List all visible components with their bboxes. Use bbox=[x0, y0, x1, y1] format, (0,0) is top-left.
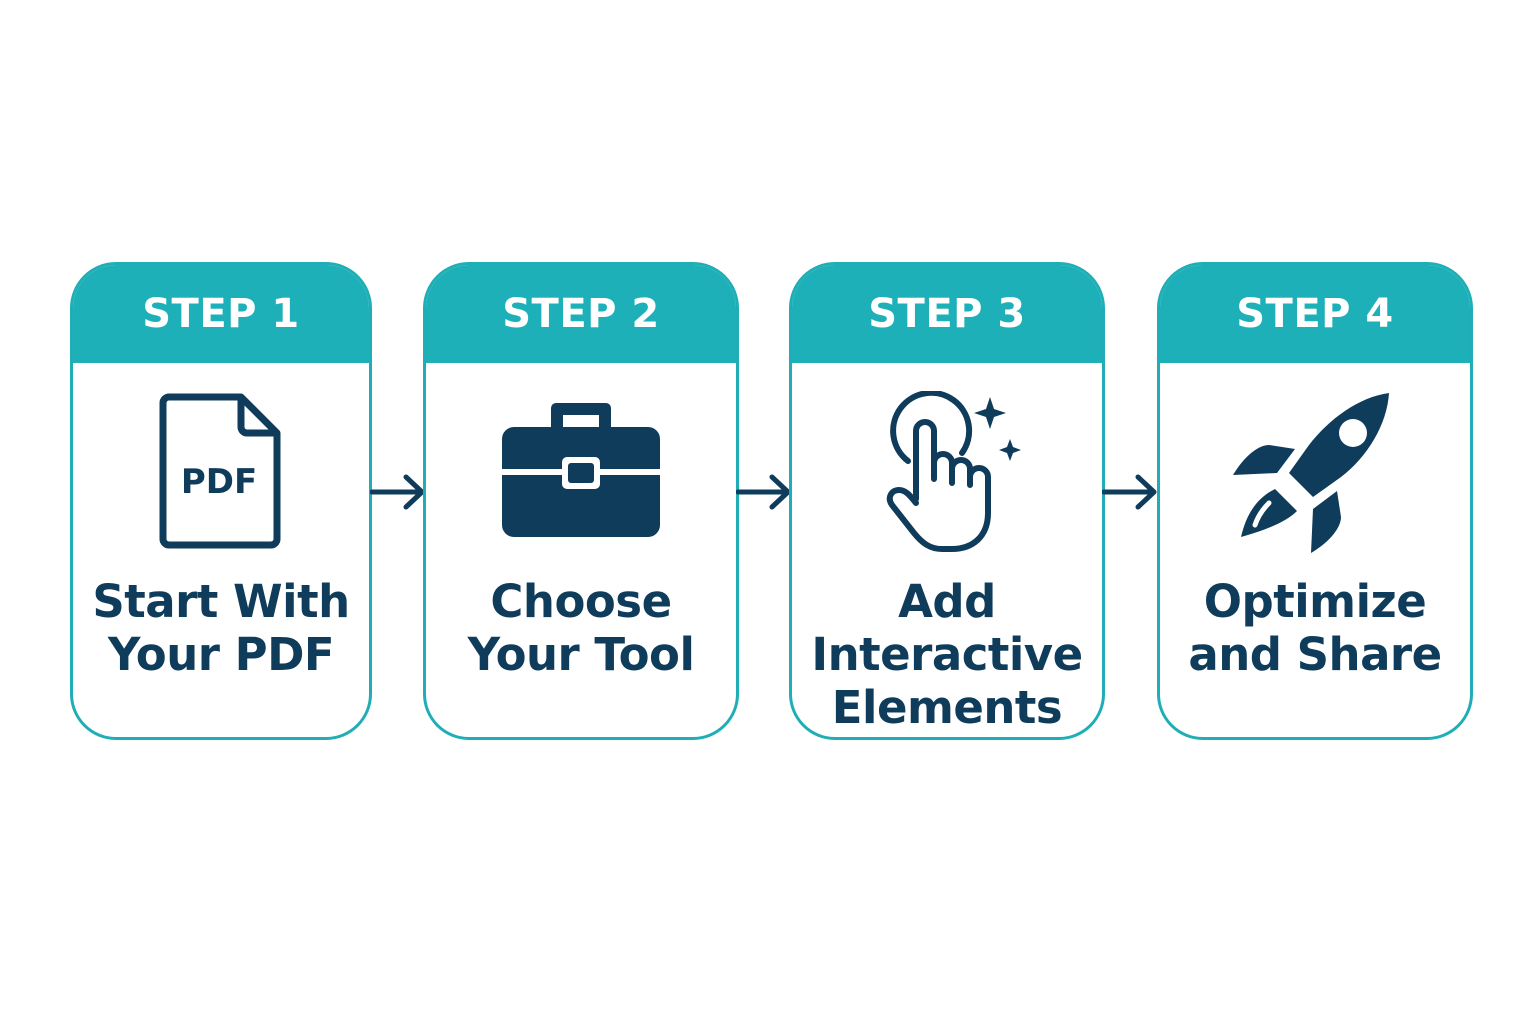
briefcase-icon bbox=[500, 401, 662, 543]
step-title-1: Start With Your PDF bbox=[92, 575, 350, 681]
pointer-hand-sparkle-icon bbox=[878, 389, 1028, 559]
step-label-3: STEP 3 bbox=[868, 291, 1026, 337]
step-header-2: STEP 2 bbox=[426, 265, 736, 363]
step-header-1: STEP 1 bbox=[73, 265, 369, 363]
pdf-document-icon: PDF bbox=[159, 393, 283, 553]
step-header-3: STEP 3 bbox=[792, 265, 1102, 363]
step-label-2: STEP 2 bbox=[502, 291, 660, 337]
step-card-3: STEP 3 Add Interactive Elements bbox=[789, 262, 1105, 740]
step-title-3: Add Interactive Elements bbox=[811, 575, 1083, 734]
step-card-1: STEP 1 PDF Start With Your PDF bbox=[70, 262, 372, 740]
step-title-4: Optimize and Share bbox=[1188, 575, 1442, 681]
pdf-icon-text: PDF bbox=[181, 462, 257, 502]
step-label-1: STEP 1 bbox=[142, 291, 300, 337]
step-header-4: STEP 4 bbox=[1160, 265, 1470, 363]
step-label-4: STEP 4 bbox=[1236, 291, 1394, 337]
step-card-2: STEP 2 Choose Your Tool bbox=[423, 262, 739, 740]
arrow-right-icon bbox=[1102, 474, 1157, 510]
step-card-4: STEP 4 Optimize and Share bbox=[1157, 262, 1473, 740]
arrow-right-icon bbox=[736, 474, 791, 510]
step-title-2: Choose Your Tool bbox=[467, 575, 695, 681]
arrow-right-icon bbox=[370, 474, 425, 510]
rocket-icon bbox=[1229, 389, 1397, 559]
